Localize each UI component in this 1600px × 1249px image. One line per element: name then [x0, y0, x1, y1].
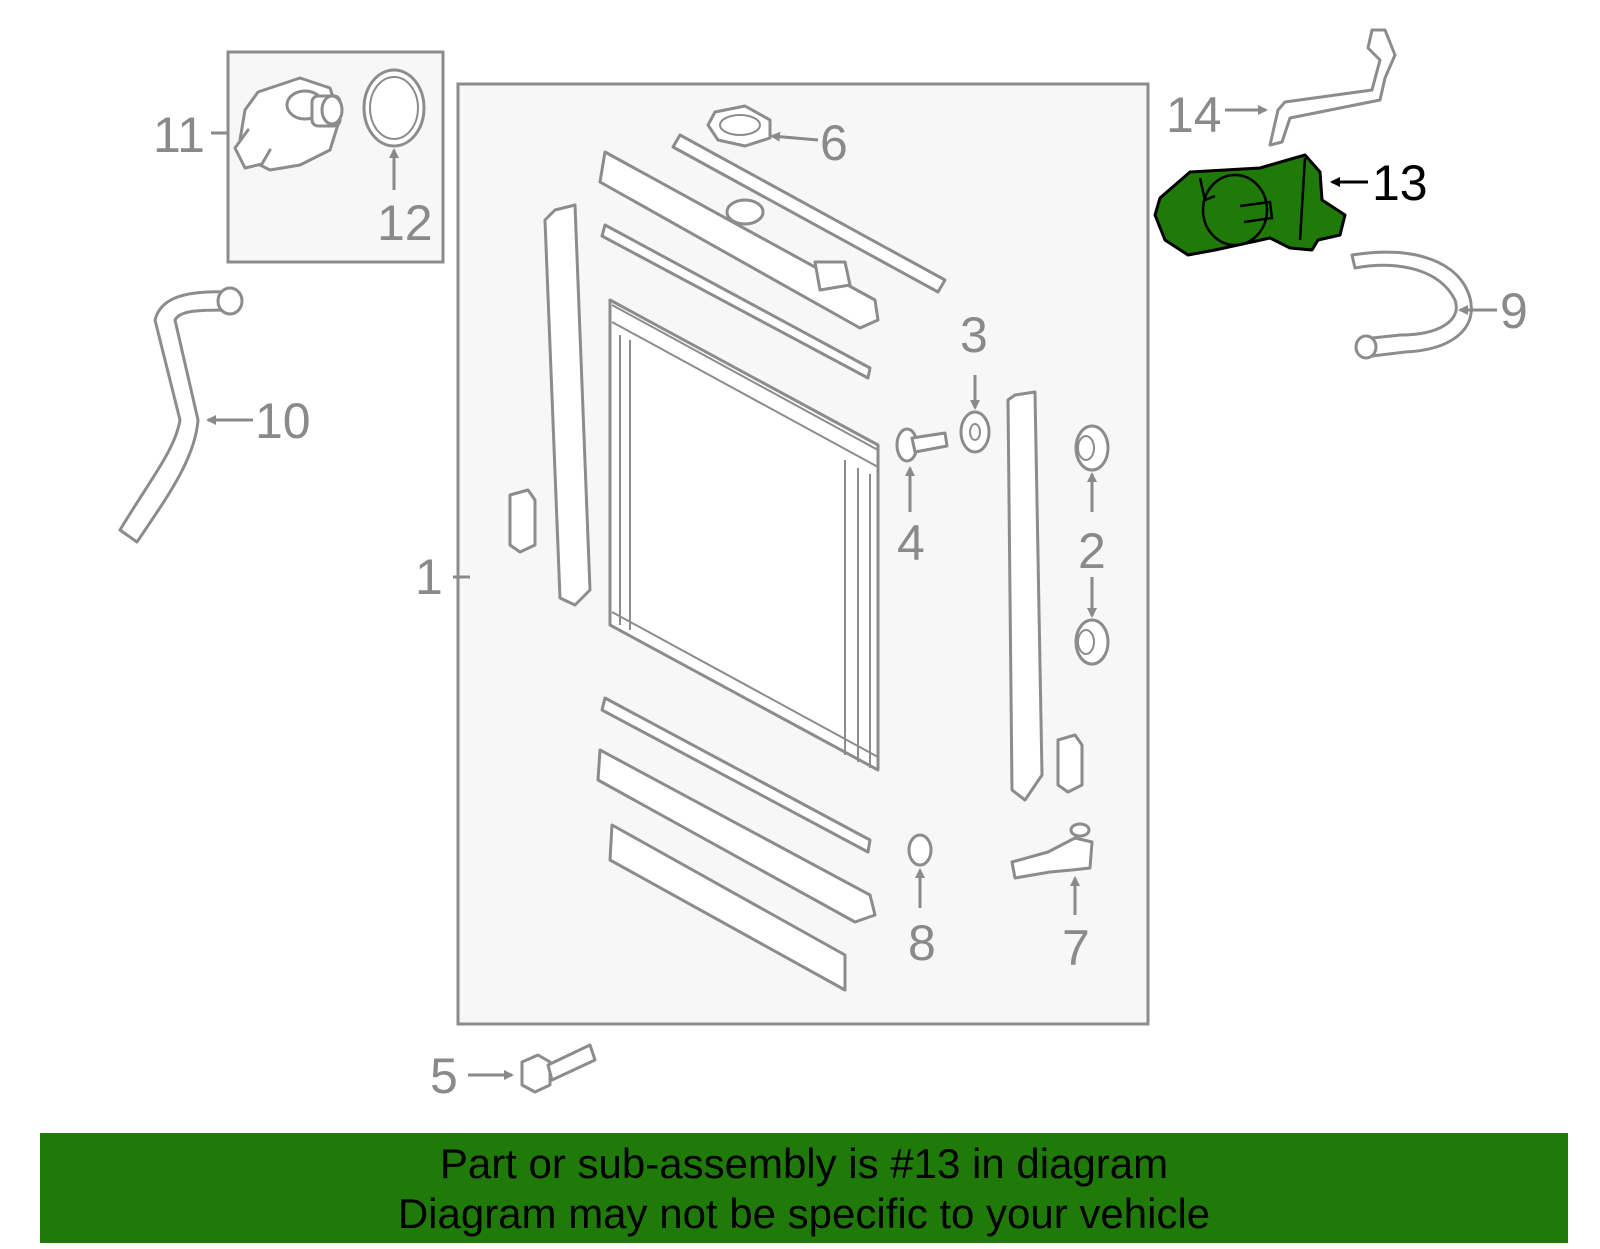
lower-gasket — [600, 696, 872, 854]
lower-tank — [596, 748, 877, 924]
left-side-bracket — [543, 203, 592, 607]
part-8-o-ring[interactable] — [907, 833, 933, 867]
label-2: 2 — [1078, 523, 1106, 579]
label-5: 5 — [430, 1048, 458, 1104]
footer-line-1: Part or sub-assembly is #13 in diagram — [439, 1140, 1169, 1187]
part-4-pin[interactable] — [895, 427, 949, 463]
part-7-drain-cock[interactable] — [1010, 822, 1094, 880]
part-5-bolt[interactable] — [520, 1043, 597, 1094]
label-11: 11 — [153, 107, 205, 163]
upper-seal-strip — [671, 133, 947, 294]
label-9: 9 — [1500, 283, 1528, 339]
footer-line-2: Diagram may not be specific to your vehi… — [397, 1190, 1211, 1237]
label-10: 10 — [255, 393, 311, 449]
part-9-hose[interactable] — [1350, 250, 1473, 358]
part-14-overflow-hose[interactable] — [1268, 28, 1397, 147]
part-6-radiator-cap[interactable] — [706, 104, 772, 148]
footer-banner: Part or sub-assembly is #13 in diagram D… — [40, 1133, 1568, 1243]
part-2-cushion-lower[interactable] — [1074, 618, 1110, 666]
leader-lines — [206, 105, 1497, 1080]
label-4: 4 — [897, 515, 925, 571]
label-3: 3 — [960, 307, 988, 363]
part-9-hose-end — [1354, 334, 1378, 360]
right-side-bracket — [1006, 390, 1044, 802]
lower-seal — [608, 823, 847, 992]
label-6: 6 — [820, 115, 848, 171]
part-10-hose[interactable] — [118, 290, 232, 544]
part-13-reservoir-highlighted[interactable] — [1153, 153, 1347, 257]
label-1: 1 — [415, 549, 443, 605]
part-12-gasket[interactable] — [362, 68, 426, 148]
label-7: 7 — [1062, 920, 1090, 976]
upper-gasket — [600, 223, 872, 380]
label-14: 14 — [1166, 87, 1222, 143]
part-2-cushion-upper[interactable] — [1074, 424, 1110, 472]
right-mount-block — [1056, 733, 1084, 794]
upper-tank — [598, 150, 880, 330]
label-12: 12 — [377, 195, 433, 251]
label-8: 8 — [908, 915, 936, 971]
part-10-hose-end — [216, 286, 244, 316]
label-13: 13 — [1372, 155, 1428, 211]
part-11-thermostat-housing[interactable] — [233, 76, 344, 172]
left-mount-block — [508, 488, 537, 554]
radiator-core — [608, 298, 880, 772]
part-3-cushion[interactable] — [959, 410, 991, 454]
